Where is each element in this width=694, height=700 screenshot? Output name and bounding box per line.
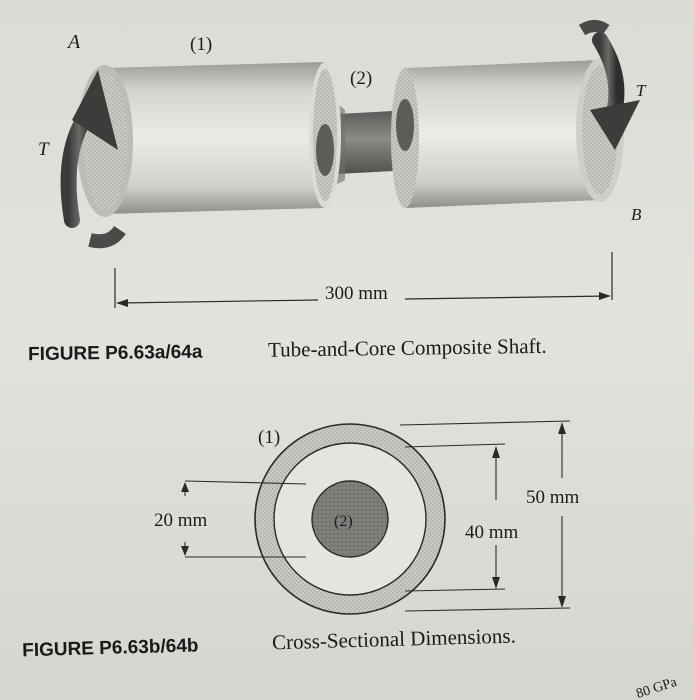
core-label-a: (2) xyxy=(350,68,372,89)
composite-shaft-illustration xyxy=(60,20,640,308)
end-b-label: B xyxy=(631,205,642,224)
outer-diameter-label: 50 mm xyxy=(526,487,580,508)
left-torque-arrow xyxy=(60,70,126,249)
right-tube xyxy=(391,58,624,208)
left-tube xyxy=(77,62,341,217)
figure-b-caption: FIGURE P6.63b/64b Cross-Sectional Dimens… xyxy=(22,624,516,662)
core-label-b: (2) xyxy=(334,513,353,530)
tube-label-a: (1) xyxy=(190,34,212,55)
torque-right-label: T xyxy=(636,81,647,100)
inner-diameter-dimension xyxy=(404,443,506,592)
figure-a-number: FIGURE P6.63a/64a xyxy=(28,342,203,365)
length-dimension xyxy=(114,252,613,308)
cross-section-diagram xyxy=(181,420,571,615)
figure-b-title: Cross-Sectional Dimensions. xyxy=(272,624,516,655)
core-diameter-dimension xyxy=(181,480,307,558)
end-a-label: A xyxy=(66,31,81,53)
figure-a-title: Tube-and-Core Composite Shaft. xyxy=(268,334,547,362)
torque-left-label: T xyxy=(38,139,50,160)
figure-a-caption: FIGURE P6.63a/64a Tube-and-Core Composit… xyxy=(28,334,547,365)
inner-diameter-label: 40 mm xyxy=(465,522,519,543)
corner-text-fragment: 80 GPa xyxy=(635,675,680,700)
length-label: 300 mm xyxy=(325,283,388,304)
figure-b-number: FIGURE P6.63b/64b xyxy=(22,635,199,661)
core-circle xyxy=(311,480,389,558)
core-diameter-label: 20 mm xyxy=(154,510,208,531)
outer-diameter-dimension xyxy=(399,420,571,612)
right-torque-arrow xyxy=(578,20,640,150)
tube-label-b: (1) xyxy=(258,427,280,448)
